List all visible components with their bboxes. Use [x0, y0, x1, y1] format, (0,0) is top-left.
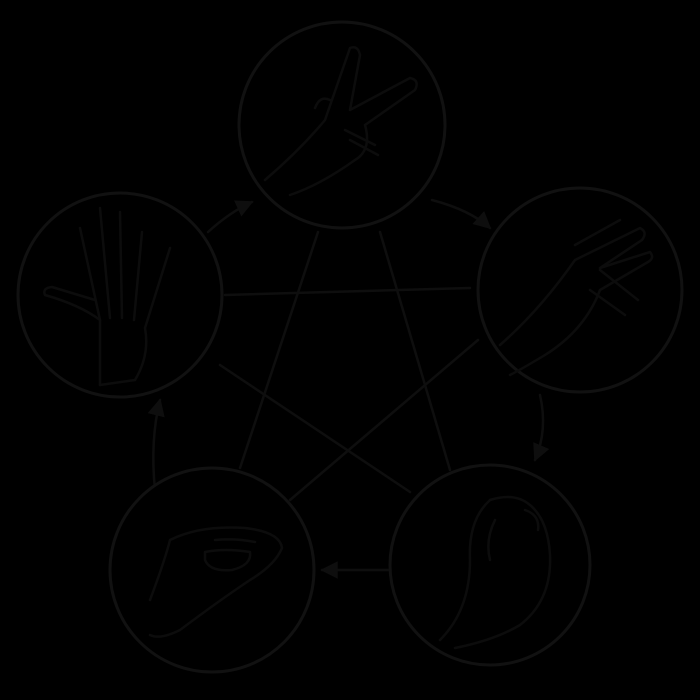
node-left-circle: [16, 191, 224, 399]
edge-top-right: [430, 198, 492, 230]
edge-left-top: [206, 200, 254, 234]
paper-hand-icon: [498, 218, 654, 377]
node-right: [476, 186, 684, 394]
edge-bottom-left-left: [147, 398, 165, 492]
spock-hand-icon: [263, 46, 418, 197]
node-left: [16, 191, 224, 399]
node-bottom-left-circle: [108, 466, 316, 674]
rock-fist-icon: [438, 495, 552, 650]
edge-right-left: [223, 286, 472, 297]
edge-right-bottom-right: [533, 393, 550, 462]
edge-top-bottom-left: [238, 230, 320, 470]
edge-top-bottom-right: [378, 230, 452, 472]
node-bottom-right-circle: [388, 463, 592, 667]
open-hand-icon: [43, 206, 172, 387]
node-bottom-left: [108, 466, 316, 674]
node-top-circle: [237, 20, 447, 230]
node-layer: [16, 20, 684, 674]
node-bottom-right: [388, 463, 592, 667]
edge-layer: [147, 198, 550, 579]
lizard-hand-icon: [148, 526, 284, 638]
node-top: [237, 20, 447, 230]
node-right-circle: [476, 186, 684, 394]
edge-left-bottom-right: [218, 363, 412, 494]
edge-right-bottom-left: [288, 338, 480, 502]
